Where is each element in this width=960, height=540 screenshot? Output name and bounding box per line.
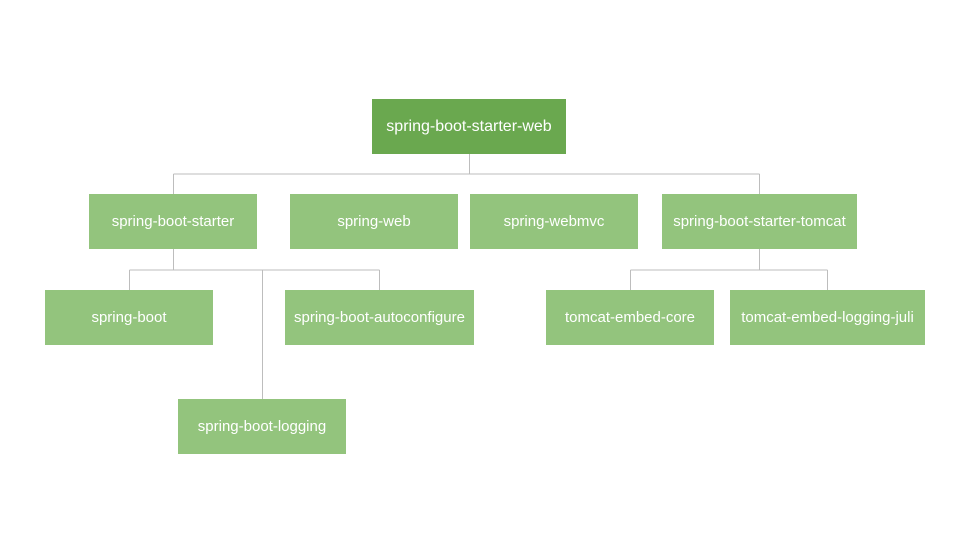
node-label: tomcat-embed-logging-juli [741,309,914,326]
node-label: spring-boot-starter-tomcat [673,213,846,230]
node-spring-web: spring-web [290,194,458,249]
node-spring-boot: spring-boot [45,290,213,345]
node-tomcat-embed-core: tomcat-embed-core [546,290,714,345]
node-tomcat-embed-logging-juli: tomcat-embed-logging-juli [730,290,925,345]
node-label: spring-webmvc [503,213,605,230]
node-spring-boot-autoconfigure: spring-boot-autoconfigure [285,290,474,345]
node-label: spring-boot-logging [197,418,327,435]
node-spring-boot-starter-tomcat: spring-boot-starter-tomcat [662,194,857,249]
node-label: spring-boot-starter [111,213,235,230]
node-spring-boot-starter-web: spring-boot-starter-web [372,99,566,154]
node-label: spring-boot [91,309,167,326]
node-label: spring-boot-autoconfigure [294,309,465,326]
node-label: spring-boot-starter-web [386,117,552,135]
node-spring-webmvc: spring-webmvc [470,194,638,249]
node-label: spring-web [337,213,411,230]
node-label: tomcat-embed-core [564,309,696,326]
node-spring-boot-logging: spring-boot-logging [178,399,346,454]
node-spring-boot-starter: spring-boot-starter [89,194,257,249]
